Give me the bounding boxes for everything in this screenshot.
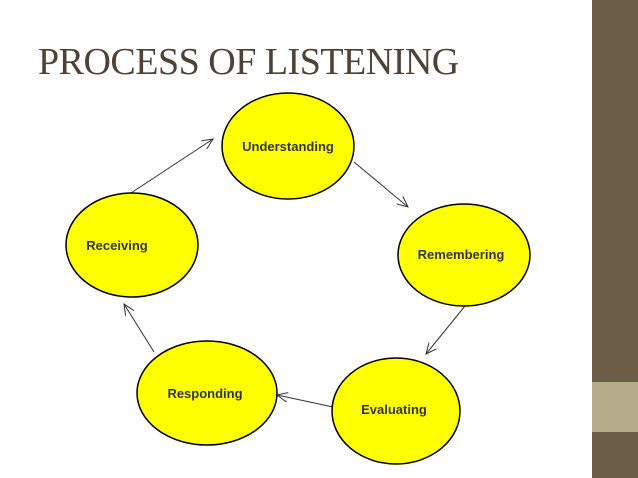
node-responding: Responding bbox=[136, 340, 278, 446]
node-receiving-label: Receiving bbox=[86, 238, 147, 253]
arrow-understanding-to-remembering bbox=[353, 161, 408, 207]
arrow-evaluating-to-responding bbox=[277, 395, 334, 408]
node-understanding-label: Understanding bbox=[242, 139, 334, 154]
node-receiving: Receiving bbox=[65, 192, 199, 298]
node-remembering: Remembering bbox=[397, 203, 531, 307]
node-evaluating-label: Evaluating bbox=[361, 402, 427, 417]
decorative-sidebar-accent bbox=[592, 382, 638, 432]
node-evaluating: Evaluating bbox=[331, 357, 461, 465]
node-responding-label: Responding bbox=[167, 386, 242, 401]
arrow-responding-to-receiving bbox=[124, 304, 155, 353]
arrow-receiving-to-understanding bbox=[130, 139, 213, 194]
arrow-remembering-to-evaluating bbox=[426, 305, 466, 354]
slide-title: PROCESS OF LISTENING bbox=[38, 41, 459, 83]
node-understanding: Understanding bbox=[221, 92, 355, 200]
node-remembering-label: Remembering bbox=[418, 247, 505, 262]
